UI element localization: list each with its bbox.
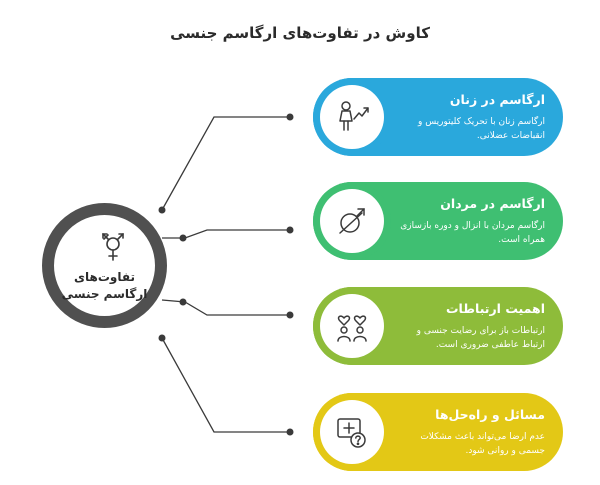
card-issues-solutions: مسائل و راه‌حل‌ها عدم ارضا می‌تواند باعث… [313, 393, 563, 471]
icon-disc [320, 294, 384, 358]
card-heading: ارگاسم در مردان [440, 196, 545, 211]
hub-label: تفاوت‌های ارگاسم جنسی [61, 270, 148, 301]
card-heading: مسائل و راه‌حل‌ها [435, 407, 545, 422]
card-text: ارگاسم مردان با انزال و دوره بازسازی همر… [400, 221, 545, 245]
card-heading: ارگاسم در زنان [449, 92, 545, 107]
card-men-orgasm: ارگاسم در مردان ارگاسم مردان با انزال و … [313, 182, 563, 260]
woman-chart-icon [339, 101, 369, 131]
card-text: ارتباطات باز برای رضایت جنسی و ارتباط عا… [416, 326, 545, 350]
connector-2 [162, 229, 290, 239]
icon-disc [320, 189, 384, 253]
icon-disc [320, 85, 384, 149]
card-women-orgasm: ارگاسم در زنان ارگاسم زنان با تحریک کلیت… [313, 78, 563, 156]
icon-disc [320, 400, 384, 464]
card-text: ارگاسم زنان با تحریک کلیتوریس و انقباضات… [417, 117, 545, 141]
connector-3 [161, 299, 290, 316]
page-title: کاوش در تفاوت‌های ارگاسم جنسی [170, 24, 430, 42]
central-hub: تفاوت‌های ارگاسم جنسی [42, 203, 167, 328]
medical-question-icon [337, 418, 366, 448]
card-heading: اهمیت ارتباطات [445, 301, 545, 316]
gender-symbol-icon [102, 233, 124, 261]
connector-4 [161, 337, 290, 433]
card-text: عدم ارضا می‌تواند باعث مشکلات جسمی و روا… [420, 432, 545, 456]
couple-hearts-icon [337, 315, 367, 342]
card-communication: اهمیت ارتباطات ارتباطات باز برای رضایت ج… [313, 287, 563, 365]
connector-1 [161, 116, 290, 211]
male-restricted-icon [339, 208, 365, 234]
